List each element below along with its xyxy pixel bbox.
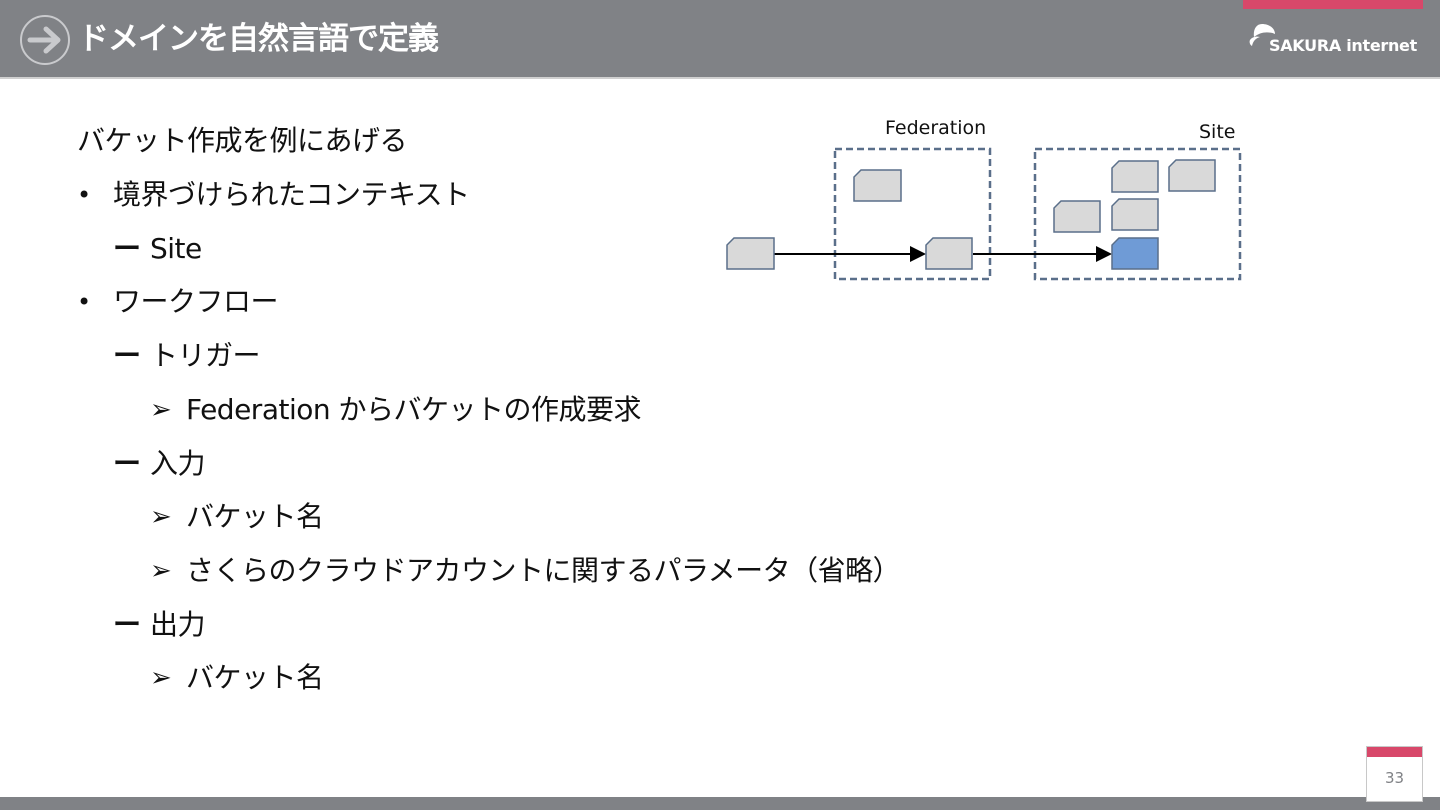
arrow-marker: ➢ <box>150 502 172 532</box>
client-card <box>726 237 775 270</box>
page-title: ドメインを自然言語で定義 <box>78 21 439 57</box>
dash-marker: ー <box>113 608 142 641</box>
federation-card-top <box>853 169 902 202</box>
site-label: Site <box>1199 121 1236 143</box>
site-card <box>1053 200 1101 233</box>
output-item: バケット名 <box>186 661 324 694</box>
dash-marker: ー <box>113 447 142 480</box>
input-item: バケット名 <box>186 500 324 533</box>
bullet-marker: • <box>77 288 92 316</box>
bounded-context-value: Site <box>150 232 202 265</box>
site-card <box>1111 198 1159 231</box>
new-bucket-card <box>1111 237 1159 270</box>
site-card <box>1168 159 1216 192</box>
arrow-marker: ➢ <box>150 395 172 425</box>
site-card <box>1111 160 1159 193</box>
diagram-canvas <box>726 147 1242 281</box>
intro-text: バケット作成を例にあげる <box>77 124 408 157</box>
input-item: さくらのクラウドアカウントに関するパラメータ（省略） <box>186 554 901 587</box>
bullet-marker: • <box>77 181 92 209</box>
bounded-context-label: 境界づけられたコンテキスト <box>113 178 470 211</box>
page-number-box: 33 <box>1366 746 1423 802</box>
architecture-diagram: Federation Site <box>720 110 1250 290</box>
logo-text: SAKURA internet <box>1269 36 1417 55</box>
footer-bar <box>0 797 1440 810</box>
trigger-label: トリガー <box>150 339 261 372</box>
sakura-logo-icon <box>1249 24 1275 46</box>
arrow-marker: ➢ <box>150 556 172 586</box>
federation-card-request <box>925 237 973 270</box>
output-label: 出力 <box>150 608 206 641</box>
arrow-right-circle-icon <box>20 15 70 65</box>
workflow-label: ワークフロー <box>113 285 279 318</box>
header-accent-stripe <box>1243 0 1423 9</box>
site-boundary <box>1033 147 1242 281</box>
dash-marker: ー <box>113 339 142 372</box>
dash-marker: ー <box>113 232 142 265</box>
header-bar <box>0 0 1440 77</box>
page-number-accent <box>1367 747 1422 757</box>
page-number: 33 <box>1384 769 1405 787</box>
federation-label: Federation <box>885 117 987 139</box>
header-divider <box>0 77 1440 79</box>
sakura-logo: SAKURA internet <box>1248 22 1418 62</box>
input-label: 入力 <box>150 447 206 480</box>
trigger-item: Federation からバケットの作成要求 <box>186 393 642 426</box>
arrow-marker: ➢ <box>150 663 172 693</box>
federation-boundary <box>833 147 992 281</box>
